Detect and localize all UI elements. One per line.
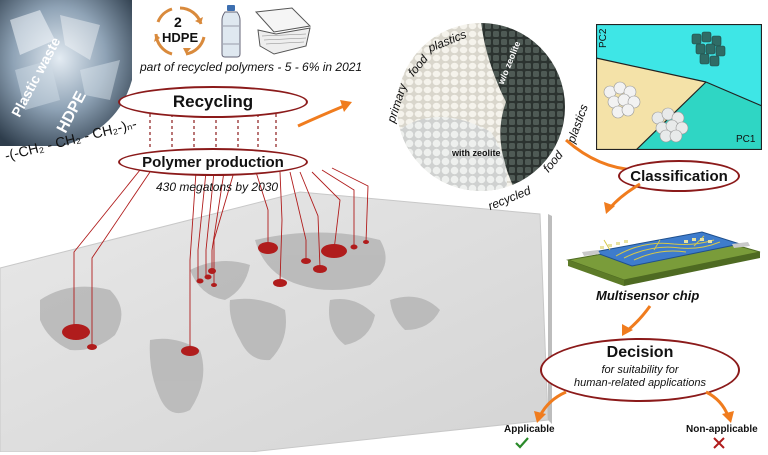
decision-line1: for suitability for <box>601 364 679 376</box>
recycle-code-number: 2 <box>174 14 182 30</box>
multisensor-chip <box>564 200 764 286</box>
recycle-code-icon: 2 HDPE <box>150 4 210 58</box>
check-icon <box>514 436 530 455</box>
site-markers <box>62 240 369 356</box>
decision-line2: human-related applications <box>573 377 707 389</box>
recycle-code-label: HDPE <box>162 30 199 45</box>
leader-lines <box>73 167 369 350</box>
food-container-icon <box>252 6 314 56</box>
non-applicable-label: Non-applicable <box>686 424 758 435</box>
decision-title: Decision <box>606 344 674 361</box>
with-zeolite-label: with zeolite <box>452 148 501 158</box>
white-pellet-cluster-1 <box>603 81 641 119</box>
pca-axis-x: PC1 <box>736 134 756 145</box>
recycling-node: Recycling <box>118 86 308 118</box>
bottle-icon <box>218 4 244 58</box>
pellet-samples-photo: w/o zeolite with zeolite <box>396 22 566 192</box>
classification-node: Classification <box>618 160 740 192</box>
polymer-production-node: Polymer production <box>118 148 308 176</box>
plastic-waste-photo: Plastic waste HDPE <box>0 0 132 146</box>
recycled-stat: part of recycled polymers - 5 - 6% in 20… <box>140 60 363 74</box>
dark-pellet-cluster <box>691 31 726 67</box>
white-pellet-cluster-2 <box>651 107 689 143</box>
production-forecast: 430 megatons by 2030 <box>156 180 279 194</box>
polymer-production-label: Polymer production <box>142 153 284 171</box>
chip-label: Multisensor chip <box>596 288 700 303</box>
cross-icon <box>712 436 726 455</box>
recycling-label: Recycling <box>172 92 254 111</box>
pca-plot: PC2 PC1 <box>595 23 763 151</box>
classification-label: Classification <box>630 167 728 185</box>
applicable-label: Applicable <box>504 424 555 435</box>
